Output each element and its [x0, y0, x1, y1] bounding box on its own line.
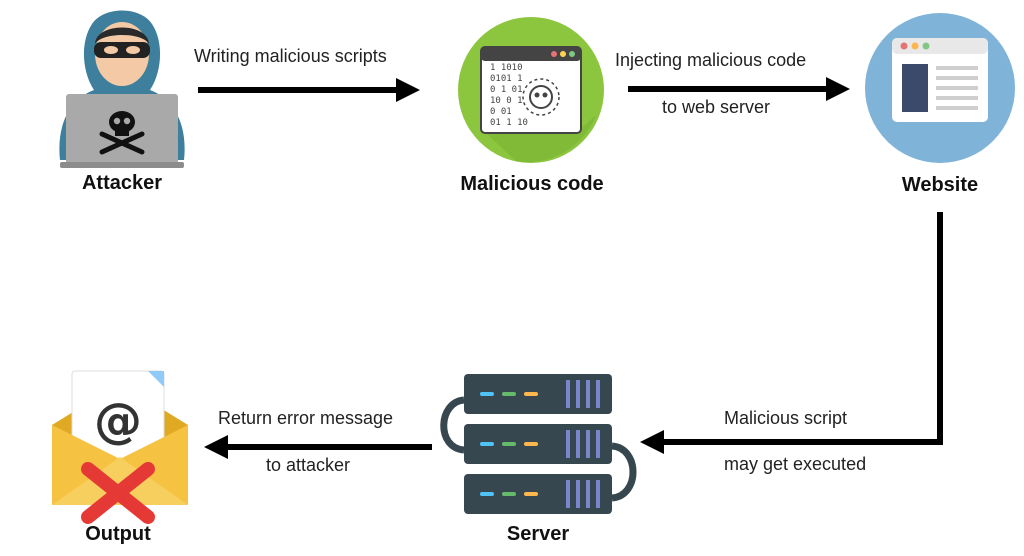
binary-line: 0101 1 [490, 74, 523, 84]
binary-line: 01 1 10 [490, 118, 528, 128]
node-label-attacker: Attacker [81, 172, 163, 194]
arrow-website-to-server [640, 212, 943, 454]
edge-label-may-get-executed: may get executed [724, 454, 867, 474]
website-icon [865, 13, 1015, 163]
attacker-icon [59, 10, 185, 168]
server-icon [440, 374, 637, 514]
node-label-output: Output [85, 523, 151, 545]
arrow-attacker-to-code [198, 78, 420, 102]
at-sign-icon: @ [94, 393, 142, 449]
binary-line: 1 1010 [490, 63, 523, 73]
red-x-icon [81, 462, 155, 524]
node-label-website: Website [901, 174, 979, 196]
arrow-code-to-website [628, 77, 850, 101]
node-label-server: Server [506, 523, 570, 545]
binary-code-lines: 1 1010 0101 1 0 1 01 10 0 1 0 01 01 1 10 [490, 63, 570, 129]
edge-label-injecting: Injecting malicious code [615, 50, 807, 70]
malicious-code-icon [458, 17, 604, 163]
arrow-server-to-output [204, 435, 432, 459]
edge-label-to-web-server: to web server [662, 97, 771, 117]
edge-label-return-error: Return error message [218, 408, 394, 428]
skull-icon [99, 111, 145, 155]
binary-line: 10 0 1 [490, 96, 523, 106]
binary-line: 0 01 [490, 107, 512, 117]
email-envelope-icon: @ [52, 370, 188, 524]
binary-line: 0 1 01 [490, 85, 523, 95]
node-label-malicious-code: Malicious code [460, 173, 604, 195]
edge-label-to-attacker: to attacker [266, 455, 351, 475]
edge-label-malicious-script: Malicious script [724, 408, 848, 428]
edge-label-writing: Writing malicious scripts [194, 46, 387, 66]
